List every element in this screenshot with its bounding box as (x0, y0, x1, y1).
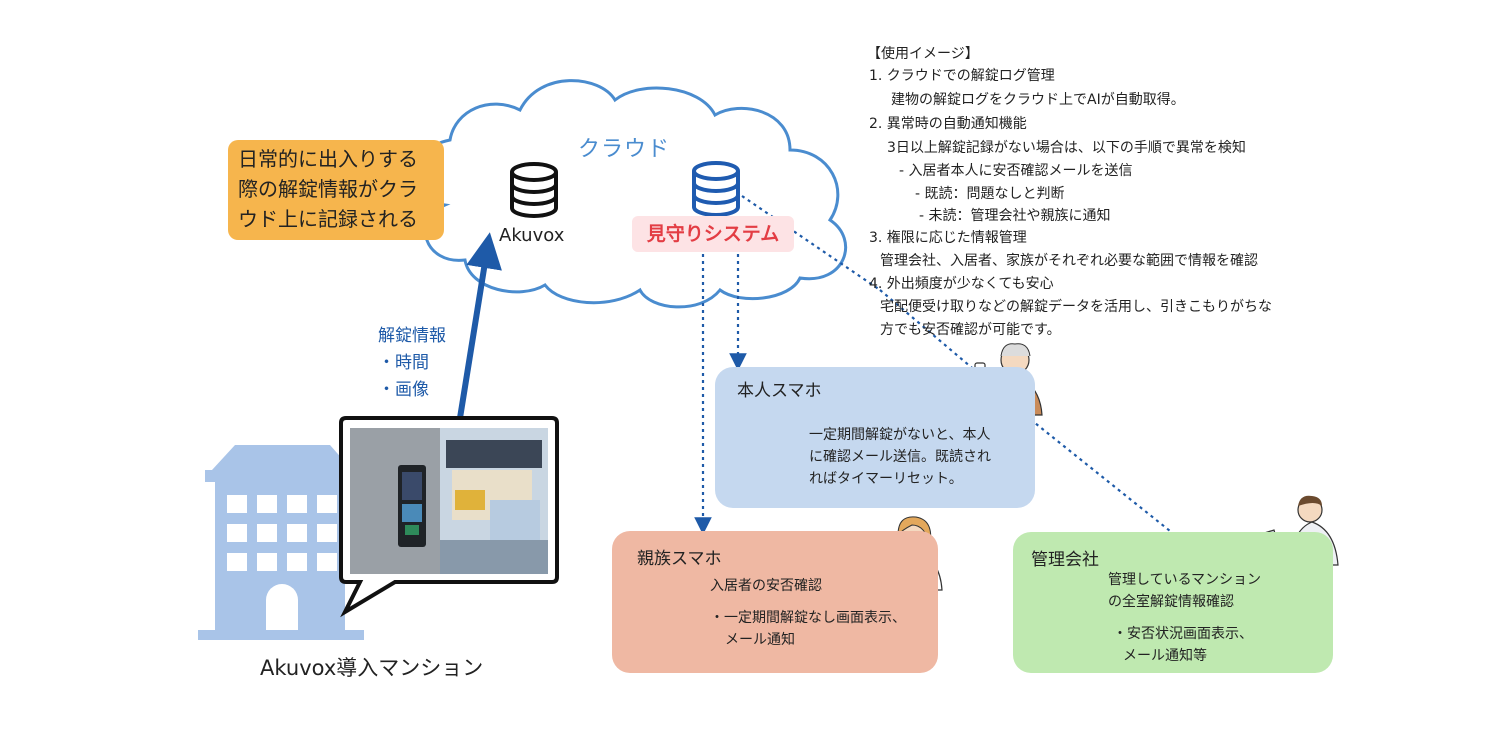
management-company-card: 管理会社 管理しているマンション の全室解錠情報確認 ・安否状況画面表示、 メー… (1013, 532, 1333, 673)
usage-line: 4. 外出頻度が少なくても安心 (869, 276, 1054, 292)
usage-line: 方でも安否確認が可能です。 (880, 322, 1061, 338)
usage-line: 1. クラウドでの解錠ログ管理 (869, 68, 1055, 84)
card-line: メール通知 (725, 632, 795, 648)
usage-line: - 入居者本人に安否確認メールを送信 (899, 163, 1133, 179)
card-line: ・一定期間解錠なし画面表示、 (710, 610, 906, 626)
usage-line: 2. 異常時の自動通知機能 (869, 116, 1027, 132)
card-title: 管理会社 (1031, 550, 1099, 570)
usage-title: 【使用イメージ】 (867, 46, 979, 62)
upload-arrow (457, 232, 502, 419)
monitoring-system-label: 見守りシステム (632, 216, 794, 252)
card-line: 入居者の安否確認 (710, 578, 822, 594)
note-line: 日常的に出入りする (238, 147, 418, 171)
cloud-record-note: 日常的に出入りする 際の解錠情報がクラ ウド上に記録される (228, 140, 444, 240)
usage-line: - 既読：問題なしと判断 (915, 186, 1065, 202)
note-line: 際の解錠情報がクラ (238, 177, 418, 201)
self-phone-card: 本人スマホ 一定期間解錠がないと、本人 に確認メール送信。既読され ればタイマー… (715, 367, 1035, 508)
cloud-shape (414, 79, 848, 309)
unlock-info-line: 解錠情報 (378, 326, 446, 346)
card-line: 管理しているマンション (1108, 572, 1262, 588)
building-label: Akuvox導入マンション (260, 656, 484, 680)
usage-line: - 未読：管理会社や親族に通知 (919, 208, 1111, 224)
card-line: メール通知等 (1123, 648, 1207, 664)
card-line: 一定期間解錠がないと、本人 (809, 427, 991, 443)
database-icon (510, 162, 558, 218)
card-line: に確認メール送信。既読され (809, 449, 991, 465)
cloud-title: クラウド (578, 137, 671, 162)
unlock-info-line: ・時間 (378, 353, 429, 373)
usage-line: 宅配便受け取りなどの解錠データを活用し、引きこもりがちな (880, 299, 1272, 315)
usage-line: 建物の解錠ログをクラウド上でAIが自動取得。 (891, 92, 1185, 108)
unlock-info-line: ・画像 (378, 380, 429, 400)
unlock-info-label: 解錠情報 ・時間 ・画像 (378, 323, 446, 404)
akuvox-label: Akuvox (499, 225, 565, 246)
card-line: ればタイマーリセット。 (809, 471, 963, 487)
intercom-photo (339, 416, 559, 618)
card-line: ・安否状況画面表示、 (1113, 626, 1253, 642)
card-line: の全室解錠情報確認 (1108, 594, 1234, 610)
card-title: 親族スマホ (637, 549, 722, 569)
family-phone-card: 親族スマホ 入居者の安否確認 ・一定期間解錠なし画面表示、 メール通知 (612, 531, 938, 673)
database-icon (692, 161, 740, 217)
usage-line: 管理会社、入居者、家族がそれぞれ必要な範囲で情報を確認 (880, 253, 1258, 269)
building-icon (198, 445, 364, 640)
usage-line: 3日以上解錠記録がない場合は、以下の手順で異常を検知 (887, 140, 1246, 156)
usage-line: 3. 権限に応じた情報管理 (869, 230, 1027, 246)
note-line: ウド上に記録される (238, 207, 418, 231)
card-title: 本人スマホ (737, 381, 822, 401)
